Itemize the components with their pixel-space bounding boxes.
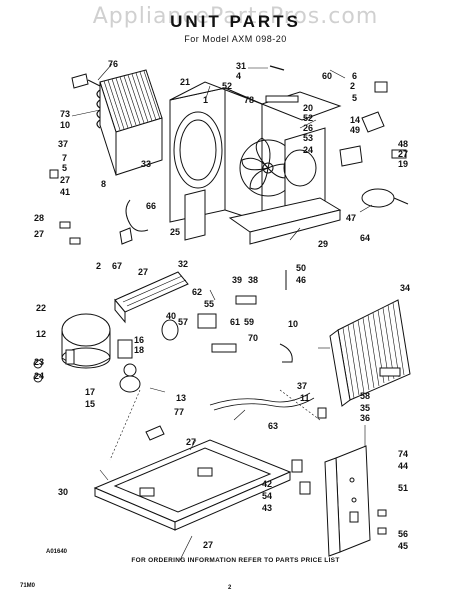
callout-2b: 2	[96, 261, 102, 271]
callout-17: 17	[85, 387, 96, 397]
callout-70: 70	[248, 333, 259, 343]
callout-27: 27	[60, 175, 71, 185]
callout-67: 67	[112, 261, 123, 271]
callout-76: 76	[108, 59, 119, 69]
callout-54: 54	[262, 491, 273, 501]
callout-64: 64	[360, 233, 371, 243]
callout-42: 42	[262, 479, 273, 489]
callout-74: 74	[398, 449, 409, 459]
sheet-code: 71M0	[20, 583, 36, 589]
callout-47: 47	[346, 213, 357, 223]
callout-78: 78	[244, 95, 255, 105]
callout-61: 61	[230, 317, 241, 327]
callout-49: 49	[350, 125, 361, 135]
callout-36: 36	[360, 413, 371, 423]
control-bracket	[324, 445, 371, 557]
callout-19: 19	[398, 159, 409, 169]
callout-20: 20	[303, 103, 314, 113]
page-subtitle: For Model AXM 098-20	[184, 34, 287, 44]
callout-35: 35	[360, 403, 371, 413]
callout-27d: 27	[138, 267, 149, 277]
grille	[114, 271, 189, 324]
callout-66: 66	[146, 201, 157, 211]
callout-16: 16	[134, 335, 145, 345]
callout-6: 6	[352, 71, 358, 81]
callout-24b: 24	[34, 371, 45, 381]
callout-45: 45	[398, 541, 409, 551]
callout-24: 24	[303, 145, 314, 155]
callout-27f: 27	[203, 540, 214, 550]
callout-22: 22	[36, 303, 47, 313]
callout-25: 25	[170, 227, 181, 237]
callout-59: 59	[244, 317, 255, 327]
callout-73: 73	[60, 109, 71, 119]
callout-56: 56	[398, 529, 409, 539]
callout-1: 1	[203, 95, 209, 105]
callout-21: 21	[180, 77, 191, 87]
callout-44: 44	[398, 461, 409, 471]
callout-2: 2	[350, 81, 356, 91]
callout-29: 29	[318, 239, 329, 249]
callout-41: 41	[60, 187, 71, 197]
evaporator-coil	[329, 299, 411, 407]
page-title: UNIT PARTS	[170, 12, 301, 31]
page-number: 2	[228, 585, 232, 591]
callout-12: 12	[36, 329, 47, 339]
callout-40: 40	[166, 311, 177, 321]
callout-48: 48	[398, 139, 409, 149]
callout-46: 46	[296, 275, 307, 285]
callout-27c: 27	[34, 229, 45, 239]
compressor	[61, 313, 111, 369]
callout-11: 11	[300, 393, 310, 403]
callout-18: 18	[134, 345, 145, 355]
callout-58: 58	[360, 391, 371, 401]
callout-38: 38	[248, 275, 259, 285]
callout-62: 62	[192, 287, 203, 297]
callout-37: 37	[58, 139, 69, 149]
callout-4: 4	[236, 71, 242, 81]
callout-77: 77	[174, 407, 185, 417]
callout-51: 51	[398, 483, 409, 493]
callout-14: 14	[350, 115, 361, 125]
callout-33: 33	[141, 159, 152, 169]
callout-43: 43	[262, 503, 273, 513]
callout-8: 8	[101, 179, 107, 189]
callout-32: 32	[178, 259, 189, 269]
callout-28: 28	[34, 213, 45, 223]
callout-5: 5	[62, 163, 68, 173]
condenser-coil-left	[96, 69, 163, 176]
callout-15: 15	[85, 399, 96, 409]
callout-27e: 27	[186, 437, 197, 447]
callout-55: 55	[204, 299, 215, 309]
callout-13: 13	[176, 393, 187, 403]
callout-50: 50	[296, 263, 307, 273]
fan-assembly	[228, 91, 342, 245]
callout-10b: 10	[288, 319, 299, 329]
callout-23: 23	[34, 357, 45, 367]
callout-63: 63	[268, 421, 279, 431]
callout-52b: 52	[303, 113, 314, 123]
callout-34: 34	[400, 283, 411, 293]
callout-53: 53	[303, 133, 314, 143]
callout-10: 10	[60, 120, 71, 130]
callout-37b: 37	[297, 381, 308, 391]
drawing-code: A01640	[46, 549, 68, 555]
callout-52: 52	[222, 81, 233, 91]
callout-39: 39	[232, 275, 243, 285]
ordering-note: FOR ORDERING INFORMATION REFER TO PARTS …	[131, 557, 340, 564]
callout-57: 57	[178, 317, 189, 327]
callout-7: 7	[62, 153, 68, 163]
base-pan	[93, 439, 292, 531]
callout-30: 30	[58, 487, 69, 497]
callout-27b: 27	[398, 149, 409, 159]
callout-26: 26	[303, 123, 314, 133]
callout-5b: 5	[352, 93, 358, 103]
callout-60: 60	[322, 71, 333, 81]
callout-31: 31	[236, 61, 247, 71]
